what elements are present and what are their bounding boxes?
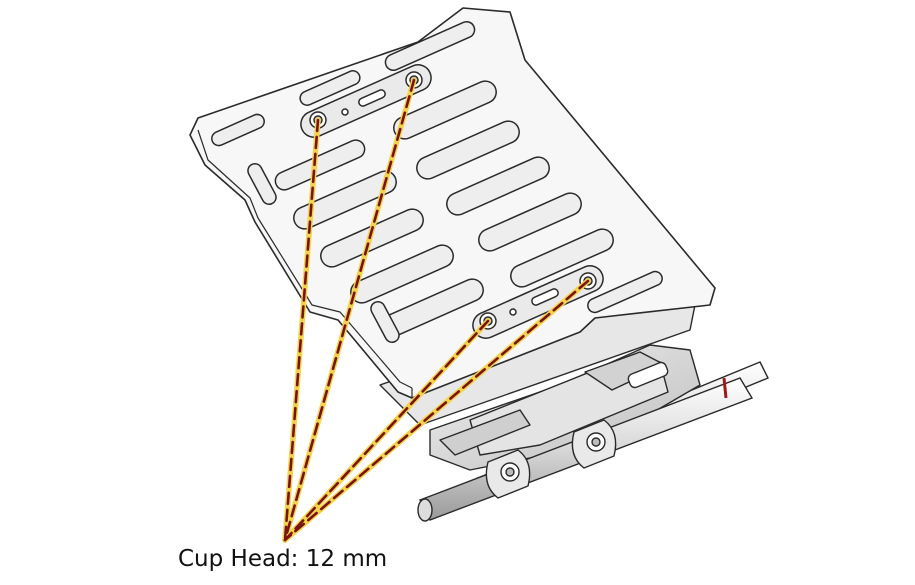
cup-head-recess-upper (300, 64, 432, 138)
leader-line-2 (283, 78, 416, 542)
rod-marker (722, 377, 728, 399)
leader-line-1 (283, 118, 320, 542)
leader-lines (282, 77, 591, 543)
plate-slots (211, 20, 663, 343)
rod-clamps (485, 419, 617, 499)
callout-label: Cup Head: 12 mm (178, 546, 388, 572)
leader-line-4 (283, 279, 590, 542)
leader-line-3 (283, 319, 490, 542)
mounting-block (429, 344, 701, 471)
